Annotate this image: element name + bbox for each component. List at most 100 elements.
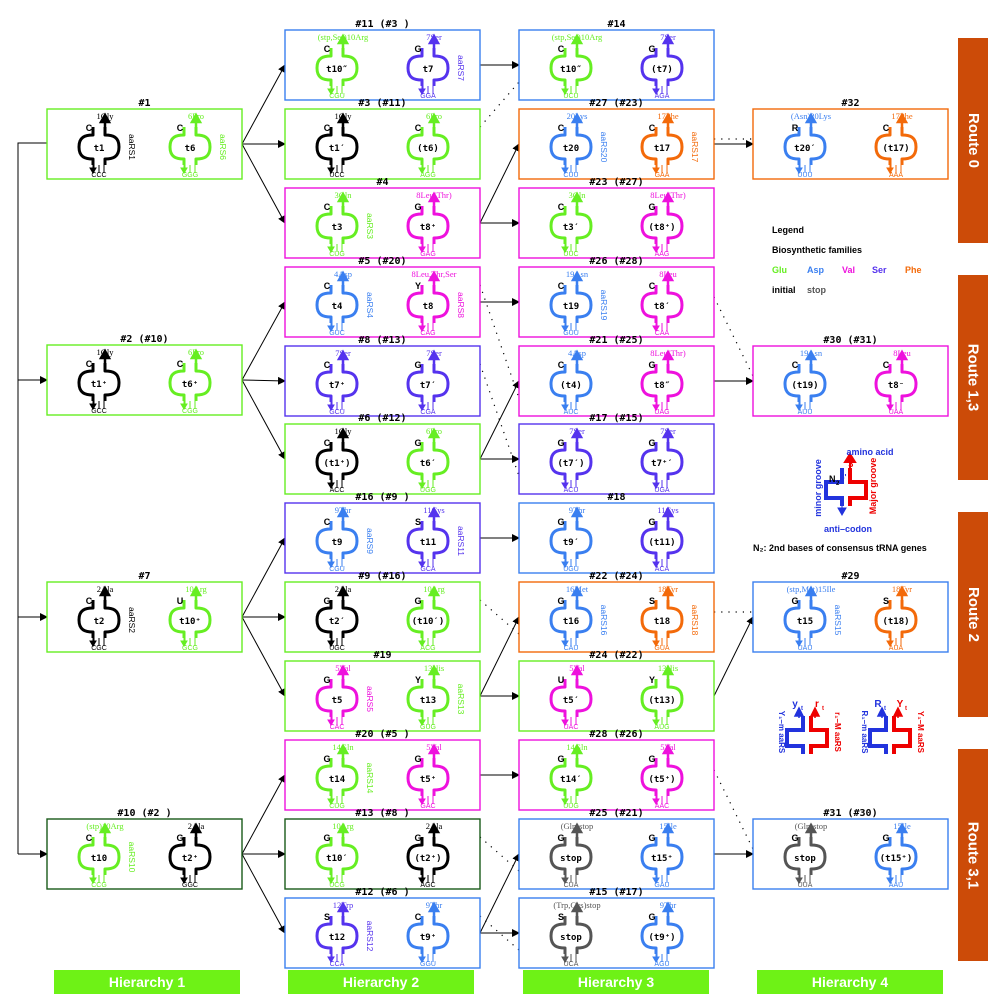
route-label-1: Route 1,3 (958, 275, 988, 480)
anticodon: GAC (420, 803, 435, 810)
amino-acid-label: 10Arg (332, 821, 354, 831)
anticodon: GCG (182, 645, 198, 652)
dotted-b9-b22 (479, 599, 520, 635)
n2-base: G (414, 438, 421, 448)
aars-label: aaRS7 (456, 55, 466, 81)
legend-amino-acid: amino acid (846, 447, 893, 457)
amino-acid-label: 9Thr (335, 505, 352, 515)
arrow-b2-b8 (241, 376, 286, 385)
amino-acid-label: 3Gln (569, 190, 587, 200)
box-title: #17 (#15) (589, 413, 643, 424)
amino-acid-label: 7Ser (426, 348, 442, 358)
legend-family-asp: Asp (807, 265, 825, 275)
n2-base: C (324, 202, 331, 212)
amino-acid-label: 1Gly (335, 111, 353, 121)
n2-base: G (323, 833, 330, 843)
n2-base: G (323, 675, 330, 685)
anticodon: AGA (655, 93, 670, 100)
amino-acid-label: 15Ile (659, 821, 677, 831)
small-diag-left-sub: t (884, 706, 886, 712)
anticodon: CUU (563, 172, 578, 179)
n2-base: C (558, 202, 565, 212)
n2-base: C (415, 123, 422, 133)
trna-label: t10′ (326, 854, 348, 864)
n2-base: G (557, 754, 564, 764)
trna-label: t8″ (654, 381, 670, 391)
aars-label: aaRS11 (456, 526, 466, 556)
anticodon: AUU (798, 409, 813, 416)
amino-acid-label: 2Ala (426, 821, 443, 831)
anticodon: GAG (420, 251, 436, 258)
trna-label: t1⁺ (91, 380, 107, 390)
legend-family-ser: Ser (872, 265, 887, 275)
n2-base: C (792, 360, 799, 370)
amino-acid-label: 19Asn (800, 348, 823, 358)
trna-label: t9 (332, 538, 343, 548)
route-label-3-text: Route 3,1 (964, 821, 982, 889)
box-title: #14 (607, 19, 625, 30)
amino-acid-label: 10Arg (185, 584, 207, 594)
anticodon: UUC (563, 251, 578, 258)
n2-base: G (414, 833, 421, 843)
n2-base: G (648, 912, 655, 922)
amino-acid-label: 2Ala (97, 584, 114, 594)
n2-base: G (414, 754, 421, 764)
legend-n2-note: N₂: 2nd bases of consensus tRNA genes (753, 543, 927, 553)
legend-5prime: 5' (840, 473, 846, 482)
route-label-1-text: Route 1,3 (964, 343, 982, 412)
small-diag-right-sub: t (822, 706, 824, 712)
box-title: #2 (#10) (120, 334, 168, 345)
box-title: #18 (607, 492, 625, 503)
small-diag-right-sub: t (905, 706, 907, 712)
box-title: #22 (#24) (589, 571, 643, 582)
anticodon: GUC (329, 330, 345, 337)
n2-base: G (882, 833, 889, 843)
route-label-3: Route 3,1 (958, 749, 988, 961)
n2-base: G (557, 517, 564, 527)
dotted-b26-b30 (713, 296, 754, 377)
connectors (17, 61, 754, 951)
box-title: #3 (#11) (358, 98, 406, 109)
n2-base: Y (415, 281, 421, 291)
trna-label: t8⁻ (888, 381, 904, 391)
amino-acid-label: 9Thr (569, 505, 586, 515)
arrow-b1-b4 (241, 143, 286, 224)
aars-label: aaRS13 (456, 684, 466, 715)
anticodon: GGA (420, 93, 436, 100)
n2-base: S (883, 596, 889, 606)
small-diag-left-letter: R (874, 699, 882, 710)
amino-acid-label: 6Pro (188, 347, 204, 357)
anticodon: CGU (329, 566, 345, 573)
aars-label: aaRS3 (365, 213, 375, 239)
anticodon: AGC (420, 882, 435, 889)
box-title: #29 (841, 571, 859, 582)
aars-label: aaRS19 (599, 290, 609, 321)
trna-label: t14′ (560, 775, 582, 785)
amino-acid-label: (stp,Met)15Ile (787, 584, 836, 594)
amino-acid-label: 5Val (660, 742, 676, 752)
n2-base: C (883, 360, 890, 370)
amino-acid-label: 5Val (335, 663, 351, 673)
small-diag-left-side: Y₁–m aaRS (777, 711, 786, 754)
aars-label: aaRS8 (456, 292, 466, 318)
anticodon: CAC (330, 724, 345, 731)
hierarchy-3-label: Hierarchy 3 (523, 970, 709, 994)
codon-box-b10: #10 (#2 )(stp)10ArgCt10CCGaaRS102AlaGt2⁺… (46, 808, 243, 890)
